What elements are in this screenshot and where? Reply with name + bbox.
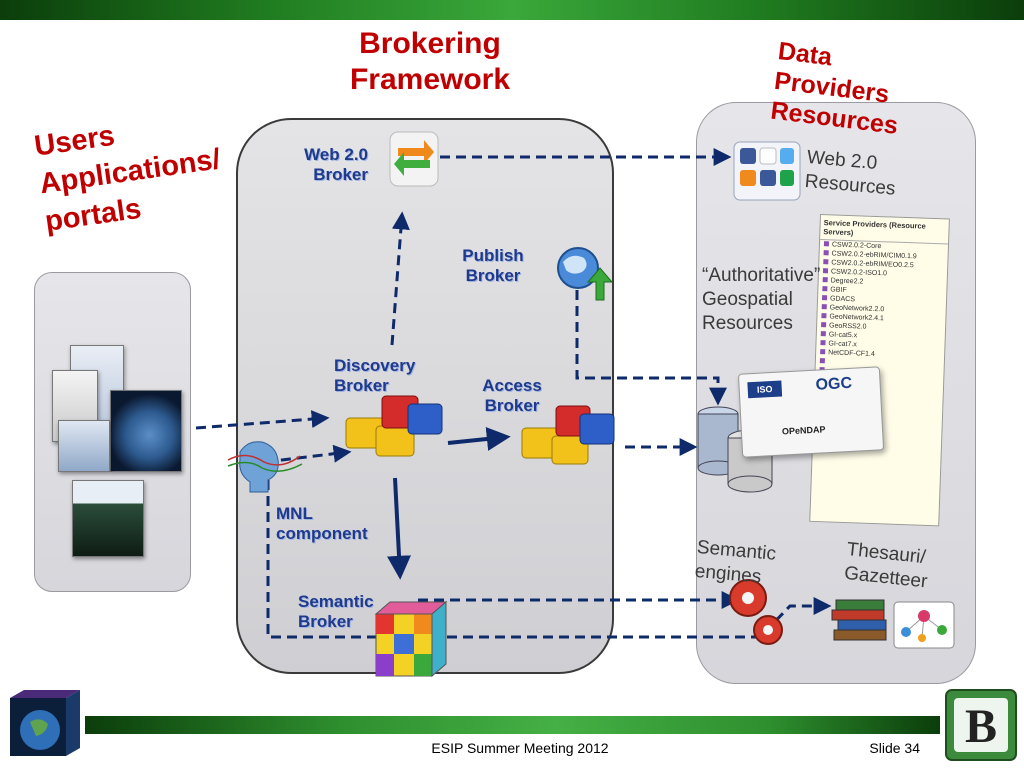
arrow-discovery-to-semantic: [387, 477, 411, 580]
access-broker-puzzle-icon: [521, 405, 615, 465]
semantic-broker-label: Semantic Broker: [298, 592, 374, 631]
publish-broker-globe-icon: [557, 247, 614, 301]
access-broker-label: Access Broker: [482, 376, 542, 415]
portal-screenshot-4: [72, 480, 144, 557]
web20-resources-icon: [733, 141, 801, 201]
arrow-mnl-to-discovery: [264, 444, 352, 464]
discovery-broker-puzzle-icon: [345, 395, 443, 457]
esip-earth-logo: [10, 690, 80, 756]
opendap-logo: OPeNDAP: [781, 424, 826, 437]
authoritative-resources-label: “Authoritative” Geospatial Resources: [702, 265, 821, 334]
geospatial-logos-cluster: ISO OGC OPeNDAP: [737, 366, 885, 458]
mnl-component-label: MNL component: [276, 504, 368, 543]
discovery-broker-label: Discovery Broker: [334, 356, 416, 395]
semantic-engines-label: Semantic engines: [693, 536, 777, 588]
iso-logo: ISO: [747, 380, 783, 399]
ogc-logo: OGC: [815, 374, 853, 394]
brokering-framework-panel: [236, 118, 614, 674]
arrow-portals-to-discovery: [195, 410, 330, 430]
footer-meeting: ESIP Summer Meeting 2012: [431, 740, 609, 756]
web20-broker-icon: [389, 131, 439, 187]
arrow-discovery-to-web20: [390, 211, 410, 346]
bottom-green-bar: [85, 716, 940, 734]
semantic-engines-gear-icon: [729, 579, 783, 645]
arrow-publish-to-geospatial: [575, 290, 727, 406]
web20-broker-label: Web 2.0 Broker: [304, 145, 368, 184]
footer-slide-number: Slide 34: [869, 740, 920, 756]
database-icon: [697, 406, 773, 493]
semantic-broker-cube-icon: [374, 600, 448, 678]
publish-broker-label: Publish Broker: [462, 246, 524, 285]
svg-text:B: B: [965, 700, 997, 753]
thesauri-books-icon: [831, 599, 887, 641]
brokering-b-logo: B: [945, 689, 1017, 761]
gazetteer-network-icon: [893, 601, 955, 649]
globe-screenshot: [110, 390, 182, 472]
portal-screenshot-3: [58, 420, 110, 472]
top-green-bar: [0, 0, 1024, 20]
page-title: Brokering Framework: [349, 27, 511, 96]
arrow-discovery-to-access: [447, 427, 511, 451]
mnl-head-icon: [227, 441, 303, 493]
